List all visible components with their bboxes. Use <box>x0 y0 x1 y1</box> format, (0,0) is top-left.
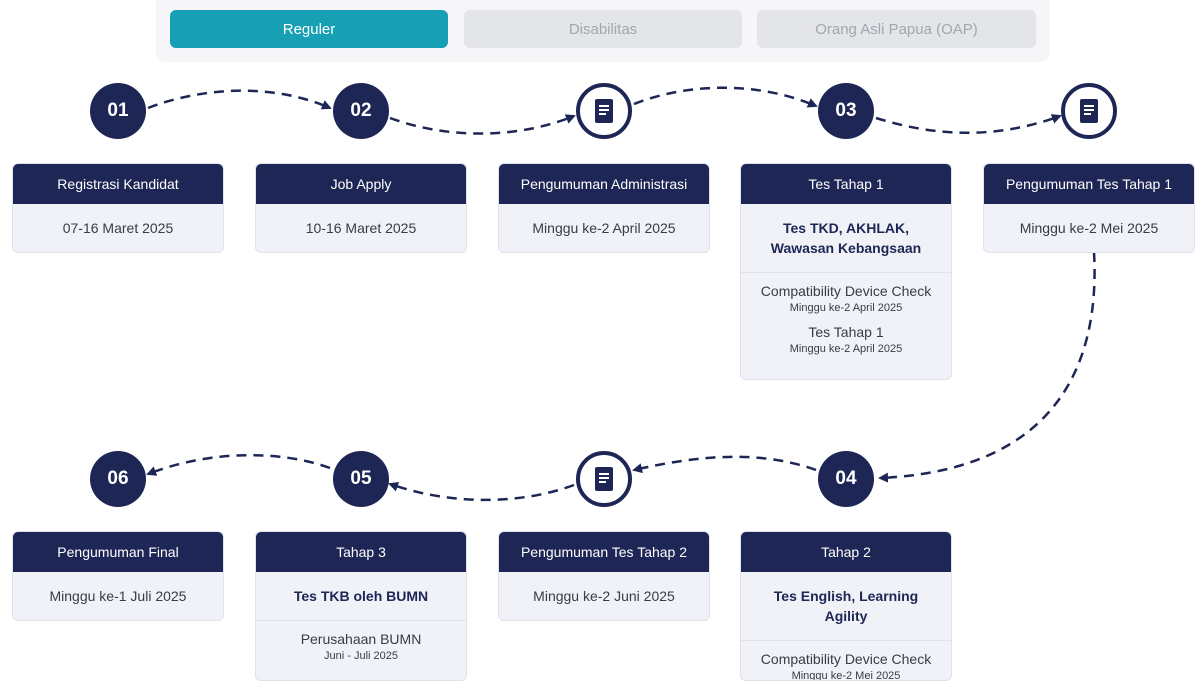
card-item: Compatibility Device Check Minggu ke-2 A… <box>741 273 951 314</box>
card-pengumuman-tes-tahap-1: Pengumuman Tes Tahap 1 Minggu ke-2 Mei 2… <box>983 163 1195 253</box>
card-pengumuman-tes-tahap-2: Pengumuman Tes Tahap 2 Minggu ke-2 Juni … <box>498 531 710 621</box>
connector-doc-05 <box>388 481 575 502</box>
connector-05-06 <box>146 453 331 476</box>
step-05-node: 05 <box>333 451 389 507</box>
item-date: Minggu ke-2 April 2025 <box>789 343 903 355</box>
card-tahap-2: Tahap 2 Tes English, Learning Agility Co… <box>740 531 952 681</box>
tab-disabilitas[interactable]: Disabilitas <box>464 10 742 48</box>
document-icon <box>1061 83 1117 139</box>
connector-02-doc <box>389 114 576 135</box>
card-date: Minggu ke-2 Juni 2025 <box>533 588 675 604</box>
card-pengumuman-final: Pengumuman Final Minggu ke-1 Juli 2025 <box>12 531 224 621</box>
item-date: Minggu ke-2 Mei 2025 <box>791 670 901 681</box>
card-subtitle: Tes TKD, AKHLAK, Wawasan Kebangsaan <box>741 204 951 273</box>
card-title: Tahap 3 <box>256 532 466 572</box>
card-job-apply: Job Apply 10-16 Maret 2025 <box>255 163 467 253</box>
card-title: Tahap 2 <box>741 532 951 572</box>
step-01-node: 01 <box>90 83 146 139</box>
card-tahap-3: Tahap 3 Tes TKB oleh BUMN Perusahaan BUM… <box>255 531 467 681</box>
card-title: Pengumuman Final <box>13 532 223 572</box>
card-date: Minggu ke-2 April 2025 <box>532 220 676 236</box>
document-icon <box>576 83 632 139</box>
item-date: Minggu ke-2 April 2025 <box>789 302 903 314</box>
card-date: Minggu ke-2 Mei 2025 <box>1019 220 1159 236</box>
step-06-node: 06 <box>90 451 146 507</box>
card-item: Compatibility Device Check Minggu ke-2 M… <box>741 641 951 681</box>
card-date: 07-16 Maret 2025 <box>62 220 174 236</box>
card-item: Perusahaan BUMN Juni - Juli 2025 <box>256 621 466 662</box>
card-date: Minggu ke-1 Juli 2025 <box>49 588 187 604</box>
card-tes-tahap-1: Tes Tahap 1 Tes TKD, AKHLAK, Wawasan Keb… <box>740 163 952 380</box>
tab-oap[interactable]: Orang Asli Papua (OAP) <box>757 10 1036 48</box>
card-title: Pengumuman Administrasi <box>499 164 709 204</box>
card-date: 10-16 Maret 2025 <box>305 220 417 236</box>
connector-peng1-04 <box>878 251 1096 483</box>
card-title: Registrasi Kandidat <box>13 164 223 204</box>
item-name: Compatibility Device Check <box>760 283 932 299</box>
card-item: Tes Tahap 1 Minggu ke-2 April 2025 <box>741 314 951 355</box>
card-subtitle: Tes TKB oleh BUMN <box>256 572 466 621</box>
step-02-node: 02 <box>333 83 389 139</box>
document-icon <box>576 451 632 507</box>
card-pengumuman-administrasi: Pengumuman Administrasi Minggu ke-2 Apri… <box>498 163 710 253</box>
item-name: Tes Tahap 1 <box>808 324 884 340</box>
item-name: Perusahaan BUMN <box>300 631 422 647</box>
item-date: Juni - Juli 2025 <box>324 650 398 662</box>
connector-doc-03 <box>633 86 818 108</box>
step-04-node: 04 <box>818 451 874 507</box>
card-registrasi-kandidat: Registrasi Kandidat 07-16 Maret 2025 <box>12 163 224 253</box>
item-name: Compatibility Device Check <box>760 651 932 667</box>
step-03-node: 03 <box>818 83 874 139</box>
connector-04-doc <box>632 455 817 474</box>
card-title: Job Apply <box>256 164 466 204</box>
card-title: Pengumuman Tes Tahap 1 <box>984 164 1194 204</box>
tab-reguler[interactable]: Reguler <box>170 10 448 48</box>
connector-03-doc <box>875 114 1062 134</box>
card-title: Pengumuman Tes Tahap 2 <box>499 532 709 572</box>
recruitment-type-tabs: Reguler Disabilitas Orang Asli Papua (OA… <box>156 0 1050 62</box>
connector-01-02 <box>147 89 332 110</box>
card-subtitle: Tes English, Learning Agility <box>741 572 951 641</box>
card-title: Tes Tahap 1 <box>741 164 951 204</box>
